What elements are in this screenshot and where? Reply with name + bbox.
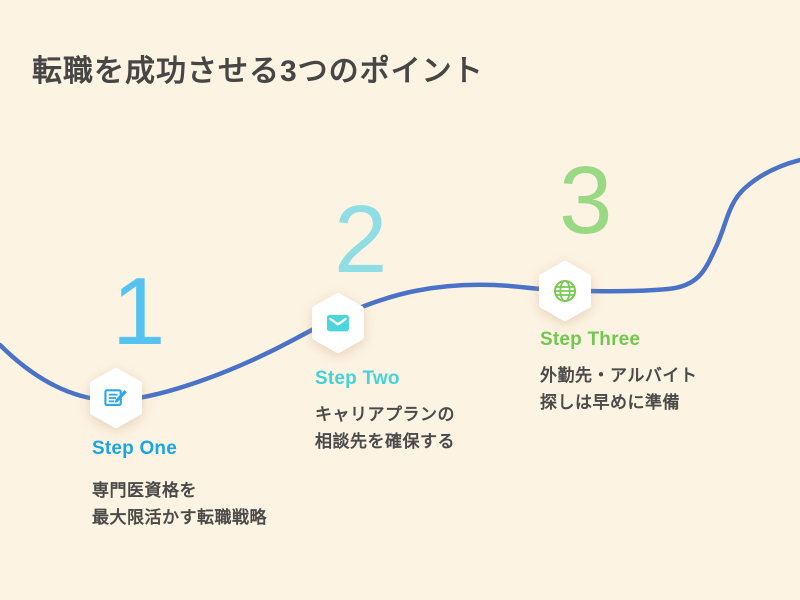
step-one-badge: [88, 367, 144, 429]
memo-icon: [104, 389, 127, 407]
step-one-description: 専門医資格を 最大限活かす転職戦略: [92, 481, 267, 527]
step-three-description: 外勤先・アルバイト 探しは早めに準備: [540, 366, 698, 412]
globe-icon: [553, 279, 577, 303]
step-three-badge: [537, 260, 593, 322]
step-two-badge: [310, 292, 366, 354]
step-one-label: Step One: [92, 438, 178, 459]
step-three-number: 3: [559, 147, 613, 254]
mail-icon: [326, 314, 350, 332]
step-three-label: Step Three: [540, 329, 641, 350]
page-title: 転職を成功させる3つのポイント: [32, 55, 484, 88]
step-two-description: キャリアプランの 相談先を確保する: [315, 405, 455, 451]
step-two-number: 2: [334, 186, 388, 293]
step-two-label: Step Two: [315, 368, 400, 389]
step-one-number: 1: [112, 258, 166, 365]
